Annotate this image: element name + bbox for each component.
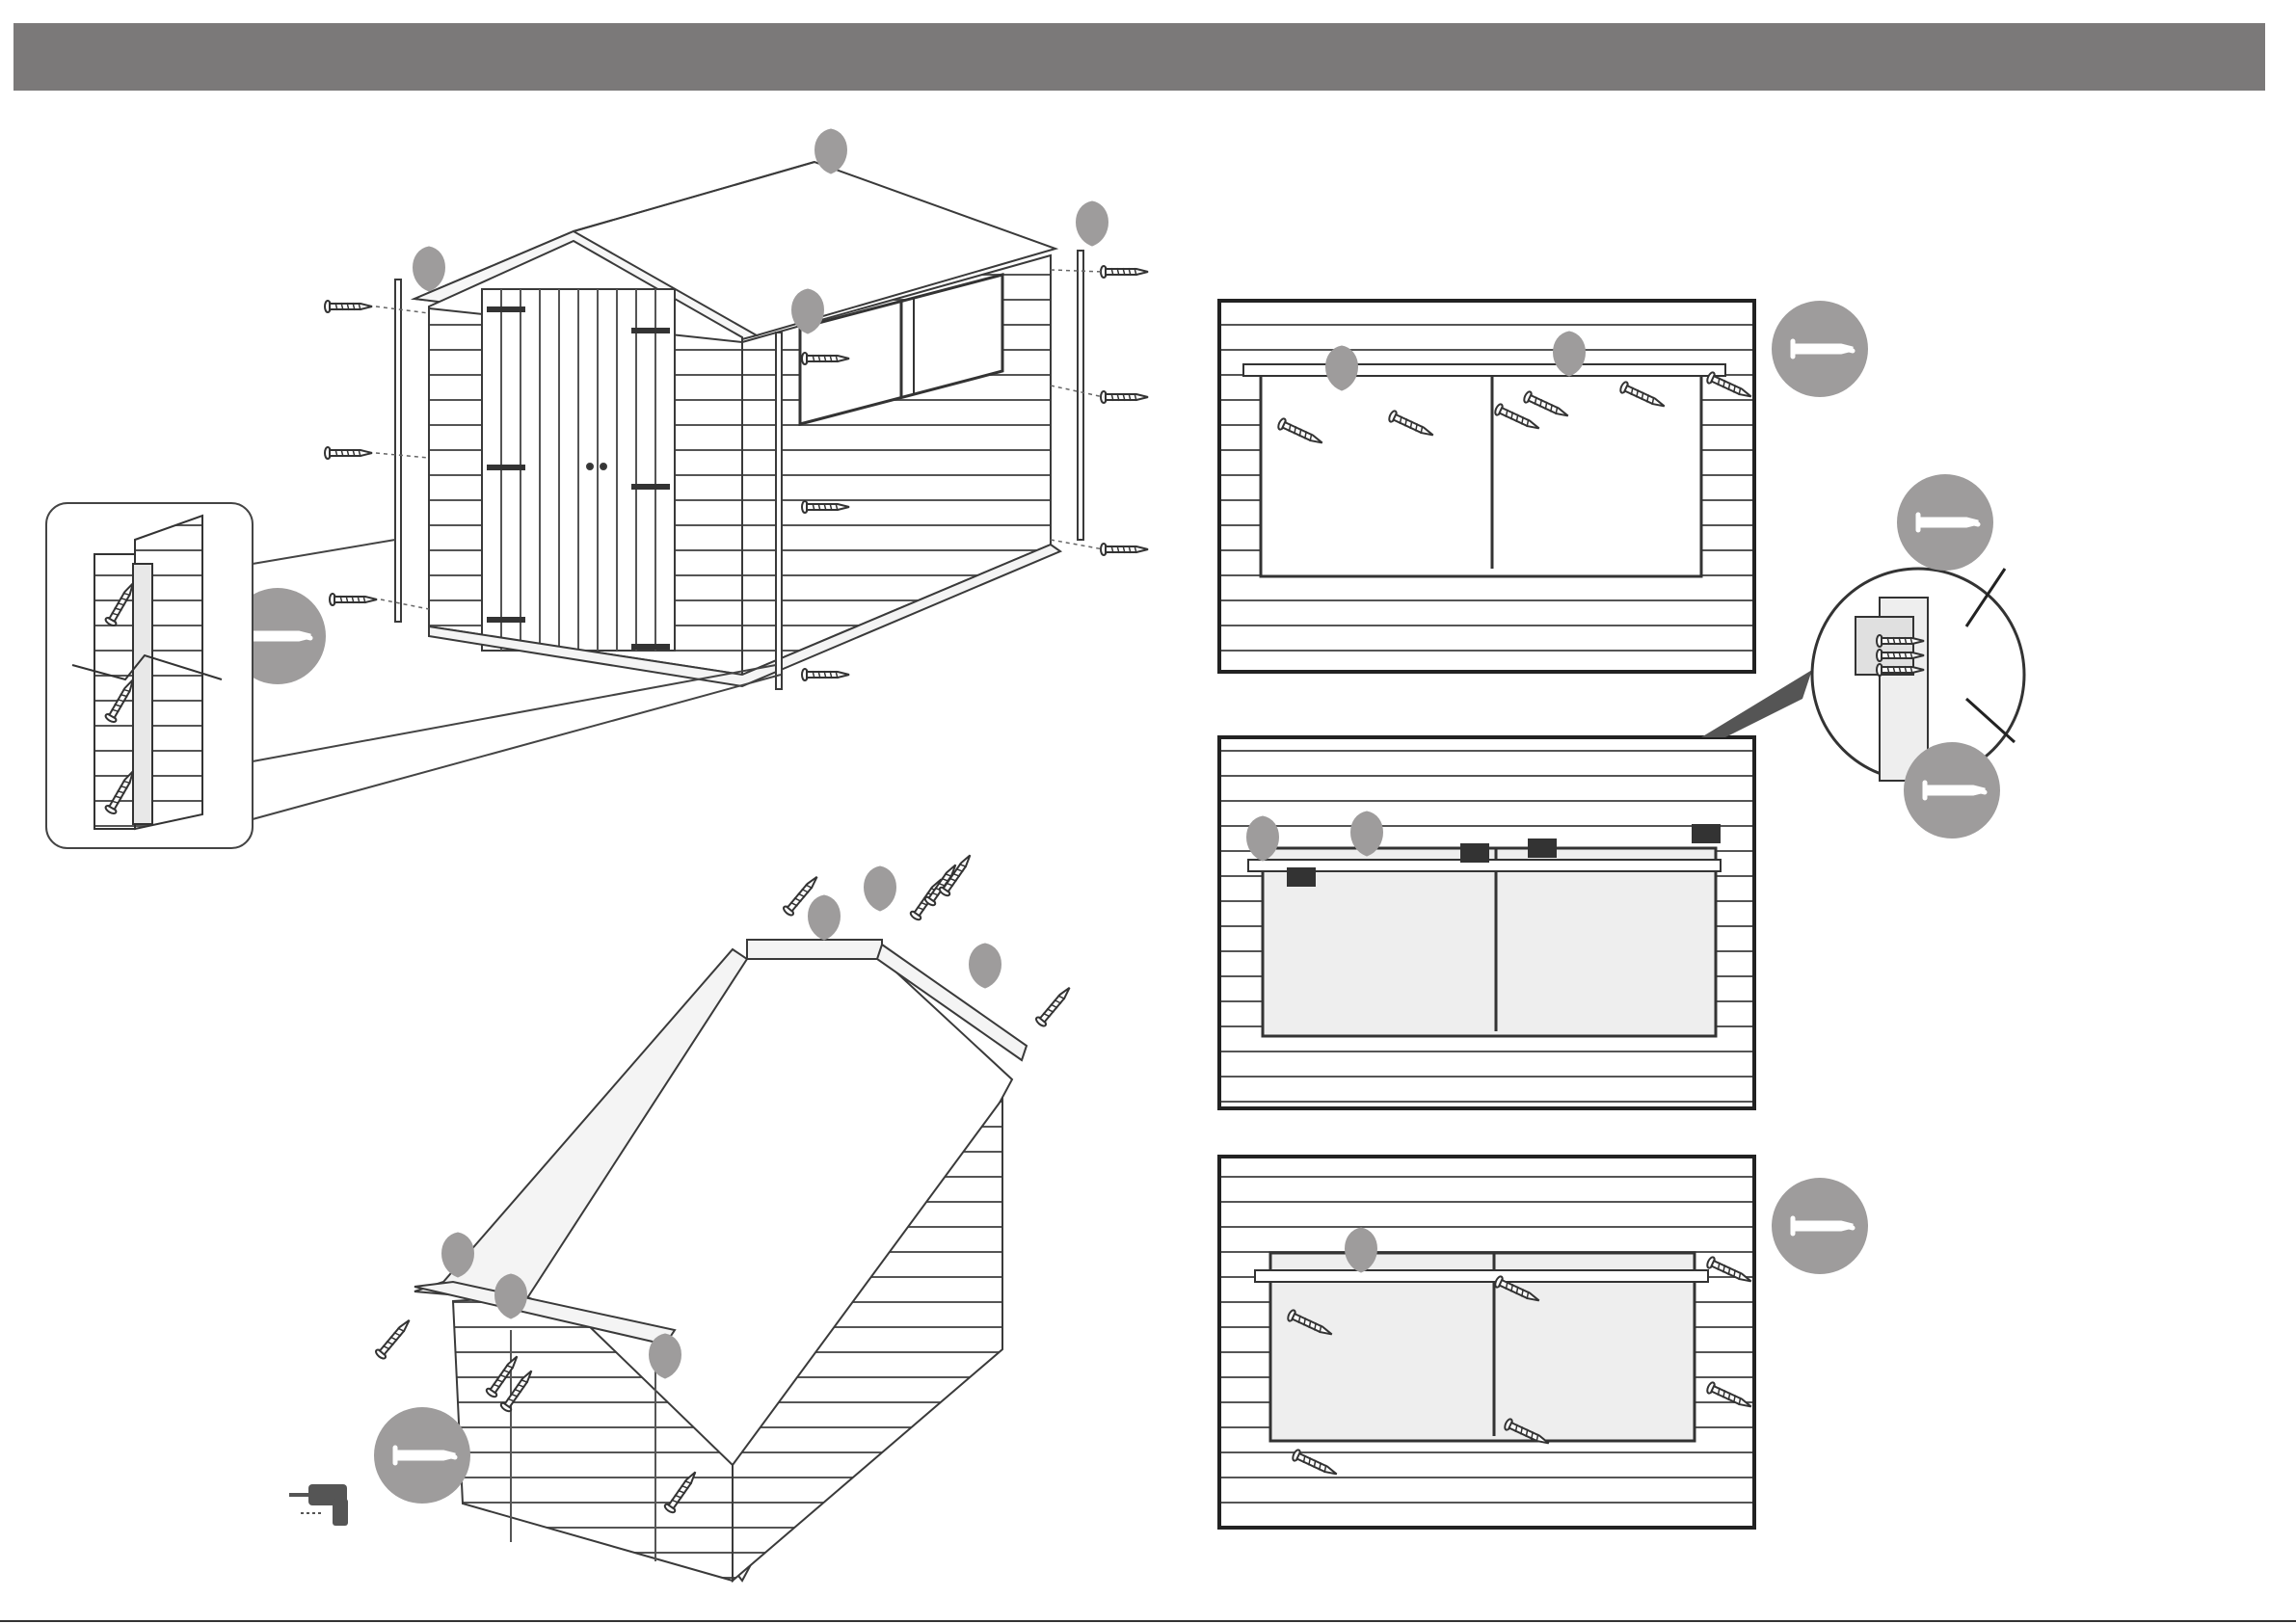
window-panel-brackets bbox=[1219, 737, 1754, 1108]
callout-pin-icon bbox=[1077, 201, 1108, 246]
screw-badge bbox=[1772, 1178, 1868, 1274]
shed-roof-view bbox=[414, 940, 1027, 1581]
screw-badge bbox=[1904, 742, 2000, 839]
shed-front-view bbox=[395, 162, 1083, 689]
window-panel-bottom-trim bbox=[1219, 1157, 1754, 1528]
callout-pin-icon bbox=[865, 866, 896, 911]
window-panel-top-trim bbox=[1219, 301, 1754, 672]
screw-badge bbox=[374, 1407, 470, 1504]
callout-pin-icon bbox=[809, 895, 841, 940]
screw-badge bbox=[1772, 301, 1868, 397]
power-drill-icon bbox=[289, 1484, 348, 1526]
callout-pin-icon bbox=[414, 247, 445, 291]
footer-rule bbox=[0, 1620, 2296, 1622]
callout-pin-icon bbox=[970, 944, 1001, 988]
screw-badge bbox=[1897, 474, 1993, 571]
